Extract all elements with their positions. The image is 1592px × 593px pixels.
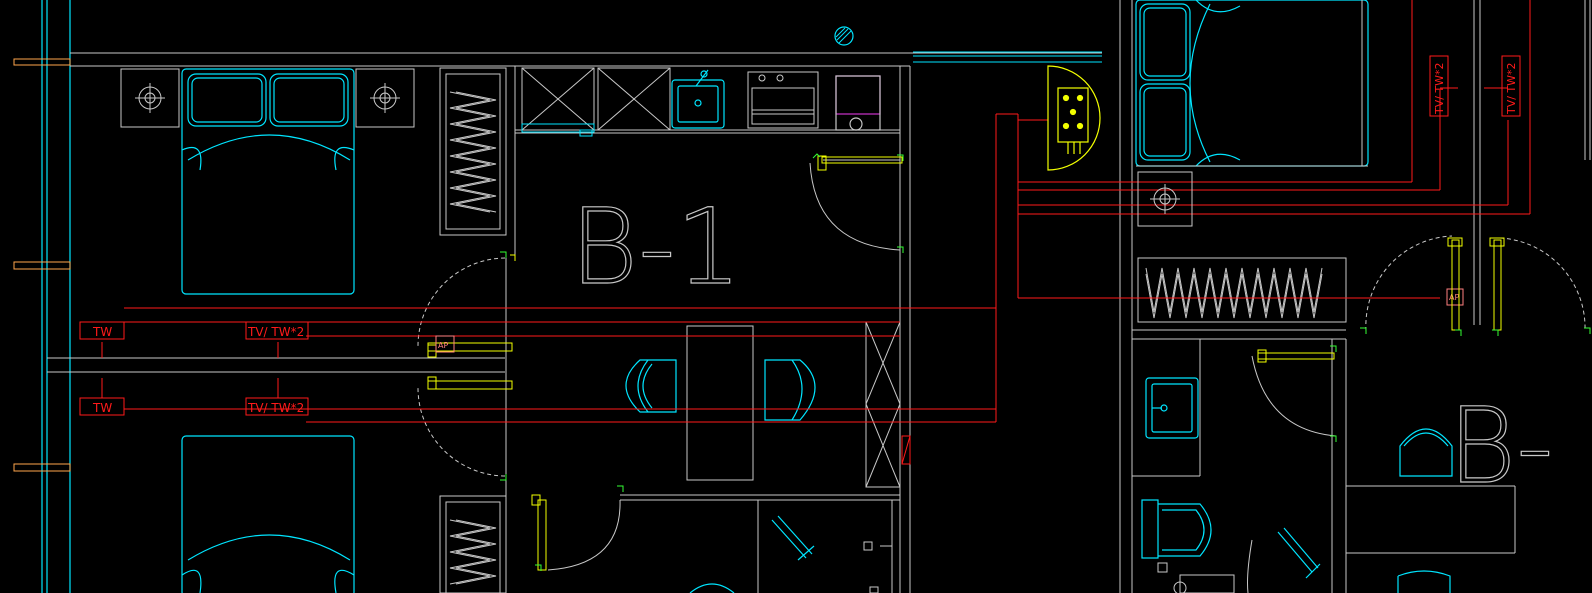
dining-chair-right (764, 359, 816, 421)
kitchen-cabinet-cyan-base (521, 123, 595, 137)
right-sink (1145, 377, 1199, 439)
refrigerator (835, 75, 881, 131)
bath-fixture (869, 586, 879, 593)
right-shower-door (1277, 527, 1321, 579)
circuit-wires (101, 0, 1531, 423)
panel-marker-diagonal (901, 435, 911, 465)
bed-right-frame (1136, 0, 1368, 167)
outlet-label: TV/ TW*2 (1505, 62, 1518, 115)
right-toilet (1141, 499, 1212, 559)
outlet-tw-lower: TW (79, 397, 125, 416)
right-door-left (1360, 235, 1463, 336)
unit-label-main: B-1 (570, 186, 742, 308)
outlet-tvtw-upper: TV/ TW*2 (245, 321, 309, 340)
shower-door (771, 515, 815, 561)
nightstand-left (120, 68, 180, 128)
exterior-wall-left (41, 0, 71, 593)
right-floor-drain (1157, 562, 1187, 593)
outlet-tvtw-lower: TV/ TW*2 (245, 397, 309, 416)
nightstand-right-apartment (1137, 171, 1193, 227)
panel-marker (901, 435, 911, 465)
window-ledges (13, 58, 71, 472)
access-point-left: AP (435, 335, 455, 353)
bedroom-door-bottom (417, 376, 513, 481)
right-apartment-edge (1584, 0, 1591, 160)
right-bath-door (1251, 345, 1337, 442)
outlet-label: TW (92, 401, 112, 415)
kitchen-sink (671, 69, 725, 129)
wardrobe-right (1137, 257, 1347, 323)
wardrobe-top (445, 73, 501, 230)
kitchen-cabinets (521, 67, 671, 131)
outlet-label: TW (92, 325, 112, 339)
bed-top (181, 68, 355, 295)
ap-label: AP (438, 341, 448, 350)
corridor-junction-box (1047, 65, 1101, 171)
dining-chair-left (625, 359, 677, 413)
outlet-tvtw-vertical-a: TV/ TW*2 (1429, 55, 1449, 117)
bed-bottom (181, 435, 355, 593)
bed-right (1135, 0, 1369, 167)
entry-door (809, 153, 904, 253)
outlet-label: TV/ TW*2 (247, 401, 304, 415)
right-chair (1397, 428, 1453, 593)
kitchen-stove (747, 71, 819, 129)
ap-label: AP (1449, 293, 1459, 302)
outlet-label: TV/ TW*2 (1433, 62, 1446, 115)
right-door-right (1489, 237, 1591, 336)
floor-drain (863, 541, 892, 551)
corridor-wall (913, 51, 1102, 63)
bedroom-door-top (417, 251, 516, 358)
outlet-label: TV/ TW*2 (247, 325, 304, 339)
right-bath-door-arc (1247, 539, 1253, 593)
bathroom-door (531, 485, 624, 571)
access-point-right: AP (1446, 288, 1464, 306)
ceiling-fixture-circle (834, 26, 854, 46)
toilet-partial (689, 583, 735, 593)
nightstand-right (355, 68, 415, 128)
wardrobe-bottom (445, 501, 501, 593)
outlet-tw-upper: TW (79, 321, 125, 340)
interior-walls (47, 0, 1516, 593)
unit-label-partial: B- (1448, 385, 1554, 507)
outlet-tvtw-vertical-b: TV/ TW*2 (1501, 55, 1521, 117)
